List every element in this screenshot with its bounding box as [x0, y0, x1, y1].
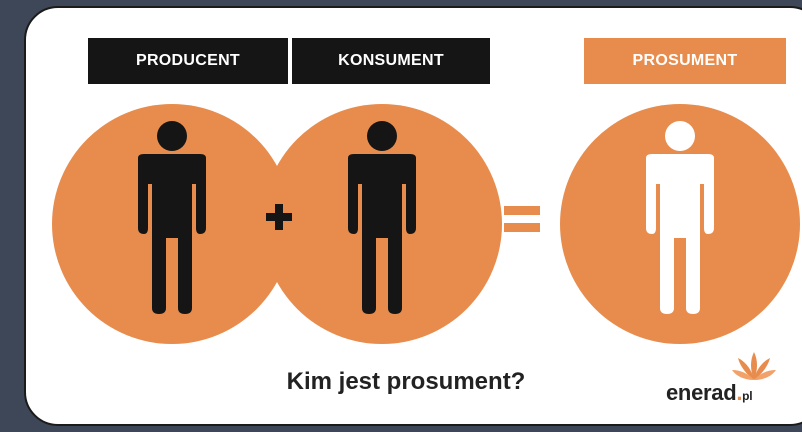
person-icon — [138, 121, 206, 314]
question-text: Kim jest prosument? — [286, 368, 526, 395]
person-icon — [646, 121, 714, 314]
person-icon — [348, 121, 416, 314]
logo-name: enerad — [666, 380, 737, 405]
label-prosument: PROSUMENT — [584, 38, 786, 84]
logo-dot: . — [736, 380, 743, 405]
label-konsument: KONSUMENT — [292, 38, 490, 84]
plus-icon — [266, 204, 292, 230]
label-producent: PRODUCENT — [88, 38, 288, 84]
infographic-card: PRODUCENT KONSUMENT PROSUMENT Kim jest p… — [24, 6, 802, 426]
logo-tld: pl — [742, 389, 753, 403]
sun-icon — [732, 352, 776, 380]
enerad-logo: enerad.pl — [658, 350, 798, 410]
equals-icon — [504, 206, 540, 232]
